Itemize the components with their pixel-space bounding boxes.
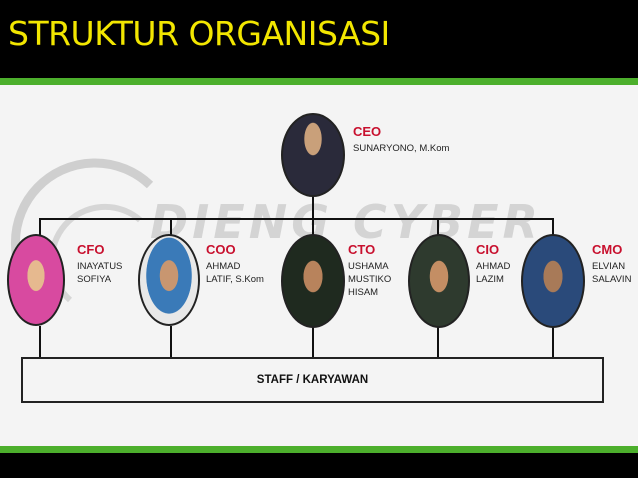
cto-role: CTO — [348, 242, 376, 257]
ceo-role: CEO — [353, 124, 382, 139]
cfo-role: CFO — [77, 242, 105, 257]
cfo-name-line-1: INAYATUS — [77, 261, 123, 272]
cmo-portrait — [521, 234, 585, 328]
staff-link-cto — [312, 326, 314, 358]
coo-name-line-2: LATIF, S.Kom — [206, 274, 264, 285]
watermark-text: DIENG CYBER — [150, 195, 542, 249]
header-accent-bar — [0, 78, 638, 85]
cto-portrait — [281, 234, 345, 328]
officer-drop-coo — [170, 218, 172, 238]
officer-drop-cio — [437, 218, 439, 238]
coo-role: COO — [206, 242, 236, 257]
cto-name-line-3: HISAM — [348, 287, 379, 298]
staff-link-cmo — [552, 326, 554, 358]
cmo-name-line-2: SALAVIN — [592, 274, 632, 285]
cio-name-line-2: LAZIM — [476, 274, 504, 285]
staff-link-coo — [170, 326, 172, 358]
cio-portrait — [408, 234, 470, 328]
title-bar: STRUKTUR ORGANISASI — [0, 0, 638, 78]
coo-portrait — [138, 234, 200, 326]
cfo-portrait — [7, 234, 65, 326]
cmo-name-line-1: ELVIAN — [592, 261, 626, 272]
staff-label: STAFF / KARYAWAN — [256, 374, 369, 386]
cmo-role: CMO — [592, 242, 623, 257]
cio-name-line-1: AHMAD — [476, 261, 511, 272]
officer-drop-cmo — [552, 218, 554, 238]
page-title: STRUKTUR ORGANISASI — [8, 14, 390, 53]
officer-bus-line — [39, 218, 554, 220]
staff-box: STAFF / KARYAWAN — [21, 357, 604, 403]
staff-link-cio — [437, 326, 439, 358]
cto-name-line-1: USHAMA — [348, 261, 389, 272]
footer-bar — [0, 453, 638, 478]
footer-accent-bar — [0, 446, 638, 453]
cio-role: CIO — [476, 242, 500, 257]
cto-name-line-2: MUSTIKO — [348, 274, 392, 285]
ceo-stem-line — [312, 195, 314, 219]
coo-name-line-1: AHMAD — [206, 261, 241, 272]
officer-drop-cto — [312, 218, 314, 238]
ceo-portrait — [281, 113, 345, 197]
staff-link-cfo — [39, 326, 41, 358]
ceo-name: SUNARYONO, M.Kom — [353, 143, 450, 154]
cfo-name-line-2: SOFIYA — [77, 274, 112, 285]
officer-drop-cfo — [39, 218, 41, 238]
